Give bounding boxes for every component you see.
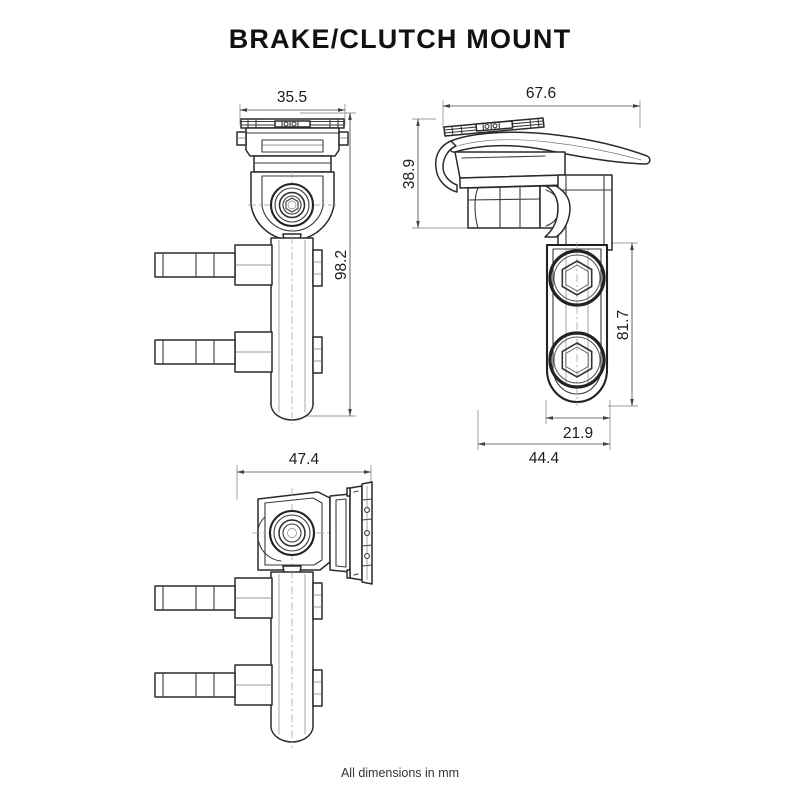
dimension-67-6: 67.6 xyxy=(442,85,641,128)
bar-clamp-side xyxy=(545,242,609,406)
top-view-geometry xyxy=(154,481,373,748)
front-view-geometry xyxy=(154,118,349,424)
mount-collar-front xyxy=(236,127,349,157)
mount-plate-top xyxy=(329,481,373,585)
side-view: 67.6 38.9 81.7 21.9 xyxy=(401,85,651,467)
release-lever-side xyxy=(448,131,651,165)
dimension-38-9: 38.9 xyxy=(401,118,470,229)
neck-front xyxy=(253,155,332,173)
clamp-bolt-upper-front xyxy=(154,244,323,287)
dimension-21-9: 21.9 xyxy=(545,400,611,442)
dimension-label-35-5: 35.5 xyxy=(277,89,307,106)
clamp-bolt-lower-top xyxy=(154,664,323,707)
main-shaft-top xyxy=(270,570,314,748)
dimension-98-2: 98.2 xyxy=(290,112,356,417)
side-view-geometry xyxy=(434,117,651,406)
front-view: 35.5 98.2 xyxy=(154,89,356,424)
lever-hook-side xyxy=(434,140,458,193)
dimension-label-47-4: 47.4 xyxy=(289,451,320,468)
main-shaft-front xyxy=(270,236,314,424)
mount-plate-side xyxy=(443,117,545,137)
dimension-44-4: 44.4 xyxy=(477,410,611,467)
top-view: 47.4 xyxy=(154,451,373,748)
dimension-label-98-2: 98.2 xyxy=(333,250,350,280)
ball-joint-top xyxy=(252,488,340,580)
dimension-label-38-9: 38.9 xyxy=(401,159,418,189)
dimension-label-21-9: 21.9 xyxy=(563,425,593,442)
dimension-label-81-7: 81.7 xyxy=(615,310,632,340)
dimension-label-44-4: 44.4 xyxy=(529,450,560,467)
pivot-knuckle-side xyxy=(544,174,613,251)
clamp-bolt-lower-front xyxy=(154,331,323,374)
dimension-81-7: 81.7 xyxy=(608,242,638,407)
page-title: BRAKE/CLUTCH MOUNT xyxy=(228,24,572,54)
dimension-47-4: 47.4 xyxy=(236,451,372,500)
clamp-bolt-upper-top xyxy=(154,577,323,620)
ball-joint-front xyxy=(248,170,337,243)
dimension-label-67-6: 67.6 xyxy=(526,85,556,102)
footer-note: All dimensions in mm xyxy=(340,766,460,780)
dimension-35-5: 35.5 xyxy=(239,89,346,125)
